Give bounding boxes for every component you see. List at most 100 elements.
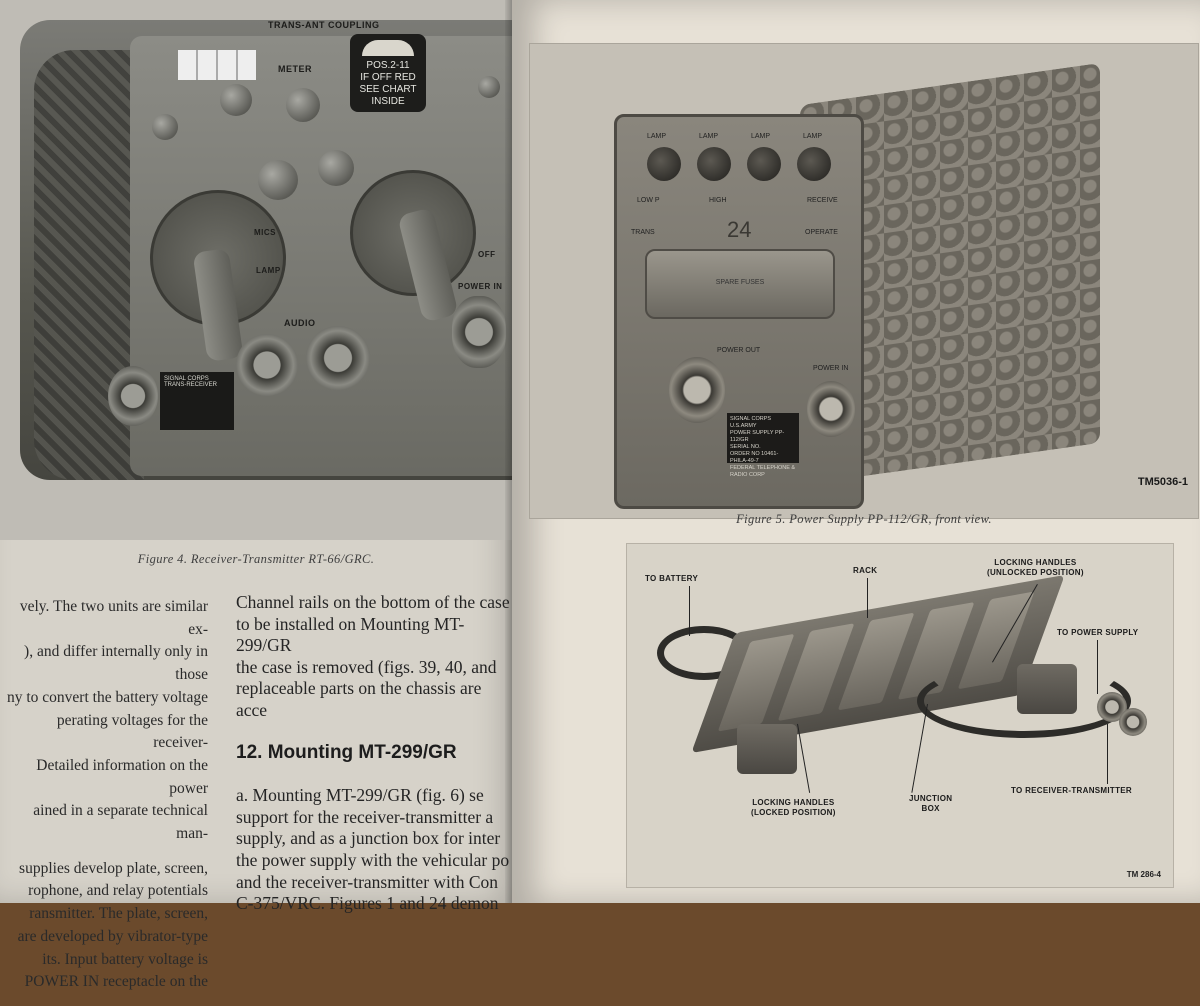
- power-in-connector-icon: [807, 381, 855, 437]
- junction-box-callout: JUNCTION BOX: [909, 794, 952, 814]
- text-line: perating voltages for the receiver-: [56, 711, 208, 752]
- text-line: Channel rails on the bottom of the case: [236, 592, 510, 612]
- callout-line: LOCKING HANDLES: [994, 558, 1077, 567]
- high-label: HIGH: [709, 197, 727, 204]
- figure-4-photo: TRANS-ANT COUPLING METER POS.2-11 IF OFF…: [0, 0, 512, 540]
- leader-line: [689, 586, 690, 636]
- lamp-label: LAMP: [751, 133, 771, 140]
- knob-icon: [152, 114, 178, 140]
- power-in-label: POWER IN: [813, 365, 849, 372]
- knob-icon: [258, 160, 298, 200]
- figure-4-caption: Figure 4. Receiver-Transmitter RT-66/GRC…: [137, 552, 375, 566]
- text-line: ), and differ internally only in those: [24, 643, 208, 684]
- leader-line: [1107, 724, 1108, 784]
- text-line: vely. The two units are similar ex-: [19, 598, 208, 638]
- lamp-label: LAMP: [699, 133, 719, 140]
- signal-corps-nameplate: SIGNAL CORPS TRANS-RECEIVER: [160, 372, 234, 430]
- text-line: ransmitter. The plate, screen,: [29, 905, 208, 923]
- meter-label: METER: [278, 64, 312, 74]
- rack-foot: [737, 724, 797, 774]
- power-supply-front-panel: LAMP LAMP LAMP LAMP LOW P HIGH RECEIVE T…: [614, 114, 864, 509]
- text-line: the power supply with the vehicular po: [236, 849, 510, 870]
- text-line: to be installed on Mounting MT-299/GR: [236, 613, 465, 656]
- callout-line: (UNLOCKED POSITION): [987, 568, 1084, 577]
- cable-connector-icon: [1119, 708, 1147, 736]
- panel-number: 24: [727, 217, 752, 242]
- figure-6-code: TM 286-4: [1126, 870, 1161, 879]
- to-receiver-transmitter-callout: TO RECEIVER-TRANSMITTER: [1011, 786, 1132, 795]
- locking-handles-unlocked-callout: LOCKING HANDLES (UNLOCKED POSITION): [987, 558, 1084, 578]
- text-line: C-375/VRC. Figures 1 and 24 demon: [236, 893, 499, 914]
- figure-5-photo: LAMP LAMP LAMP LAMP LOW P HIGH RECEIVE T…: [529, 43, 1199, 519]
- fuse-knob-icon: [647, 147, 681, 181]
- fuse-knob-icon: [697, 147, 731, 181]
- callout-line: JUNCTION: [909, 794, 953, 803]
- paragraph: supplies develop plate, screen, rophone,…: [0, 858, 208, 994]
- text-line: rophone, and relay potentials: [28, 882, 208, 900]
- leader-line: [911, 704, 928, 793]
- text-line: the case is removed (figs. 39, 40, and: [236, 656, 497, 677]
- text-line: and the receiver-transmitter with Con: [236, 871, 499, 892]
- text-line: its. Input battery voltage is: [42, 950, 208, 968]
- locking-handles-locked-callout: LOCKING HANDLES (LOCKED POSITION): [751, 798, 836, 818]
- power-in-label: POWER IN: [458, 282, 503, 291]
- meter-plate-line: SEE CHART: [359, 84, 417, 95]
- nameplate-line: SIGNAL CORPS U.S.ARMY: [730, 416, 772, 429]
- fuse-knob-icon: [747, 147, 781, 181]
- power-out-connector-icon: [669, 357, 725, 423]
- meter-plate-line: IF OFF RED: [360, 72, 416, 83]
- power-out-label: POWER OUT: [717, 347, 761, 354]
- channel-window: [178, 50, 256, 80]
- left-page: TRANS-ANT COUPLING METER POS.2-11 IF OFF…: [0, 0, 520, 990]
- audio-label: AUDIO: [284, 318, 316, 328]
- off-label: OFF: [478, 250, 496, 259]
- trans-label: TRANS: [631, 229, 655, 236]
- receiver-cable-icon: [917, 664, 1131, 738]
- right-text-column: Channel rails on the bottom of the case …: [236, 592, 514, 915]
- text-line: supplies develop plate, screen,: [19, 859, 208, 877]
- nameplate-line: TRANS-RECEIVER: [164, 382, 218, 388]
- mics-label: MICS: [254, 228, 276, 237]
- meter-plate-line: POS.2-11: [366, 60, 410, 71]
- paragraph: vely. The two units are similar ex- ), a…: [0, 596, 208, 846]
- power-in-connector-icon: [452, 296, 506, 368]
- meter-switch-icon: [286, 88, 320, 122]
- spare-fuses-cover: SPARE FUSES: [645, 249, 835, 319]
- rack-callout: RACK: [853, 566, 878, 575]
- to-battery-callout: TO BATTERY: [645, 574, 699, 583]
- spare-fuses-label: SPARE FUSES: [715, 279, 765, 286]
- operate-label: OPERATE: [805, 229, 838, 236]
- figure-5-code: TM5036-1: [1137, 476, 1188, 488]
- power-supply-nameplate: SIGNAL CORPS U.S.ARMY POWER SUPPLY PP-11…: [727, 413, 799, 478]
- audio-connector-icon: [236, 334, 298, 396]
- meter-plate-line: INSIDE: [371, 96, 405, 107]
- text-line: replaceable parts on the chassis are acc…: [236, 678, 482, 720]
- callout-line: (LOCKED POSITION): [751, 808, 836, 817]
- meter-dial-icon: [362, 40, 414, 56]
- text-line: POWER IN receptacle on the: [24, 973, 208, 991]
- receive-label: RECEIVE: [807, 197, 838, 204]
- figure-6-photo: TO BATTERY RACK LOCKING HANDLES (UNLOCKE…: [626, 543, 1174, 888]
- knob-icon: [478, 76, 500, 98]
- text-line: a. Mounting MT-299/GR (fig. 6) se: [236, 785, 484, 806]
- leader-line: [867, 578, 868, 618]
- low-label: LOW P: [637, 197, 660, 204]
- figure-5-caption: Figure 5. Power Supply PP-112/GR, front …: [736, 512, 992, 526]
- nameplate-line: ORDER NO 10461-PHILA-49-7: [730, 451, 779, 464]
- section-heading: 12. Mounting MT-299/GR: [236, 741, 457, 763]
- lamp-label: LAMP: [256, 266, 281, 275]
- knob-icon: [318, 150, 354, 186]
- connector-icon: [108, 366, 158, 426]
- text-line: support for the receiver-transmitter a: [236, 806, 494, 827]
- text-line: ny to convert the battery voltage: [6, 688, 208, 706]
- callout-line: LOCKING HANDLES: [752, 798, 835, 807]
- lamp-label: LAMP: [647, 133, 667, 140]
- text-line: supply, and as a junction box for inter: [236, 828, 501, 849]
- fuse-knob-icon: [797, 147, 831, 181]
- nameplate-line: POWER SUPPLY PP-112/GR: [730, 430, 785, 443]
- text-line: ained in a separate technical man-: [33, 802, 208, 843]
- to-power-supply-callout: TO POWER SUPPLY: [1057, 628, 1139, 637]
- knob-icon: [220, 84, 252, 116]
- left-text-column: vely. The two units are similar ex- ), a…: [0, 596, 208, 1006]
- nameplate-line: SERIAL NO.: [730, 444, 761, 450]
